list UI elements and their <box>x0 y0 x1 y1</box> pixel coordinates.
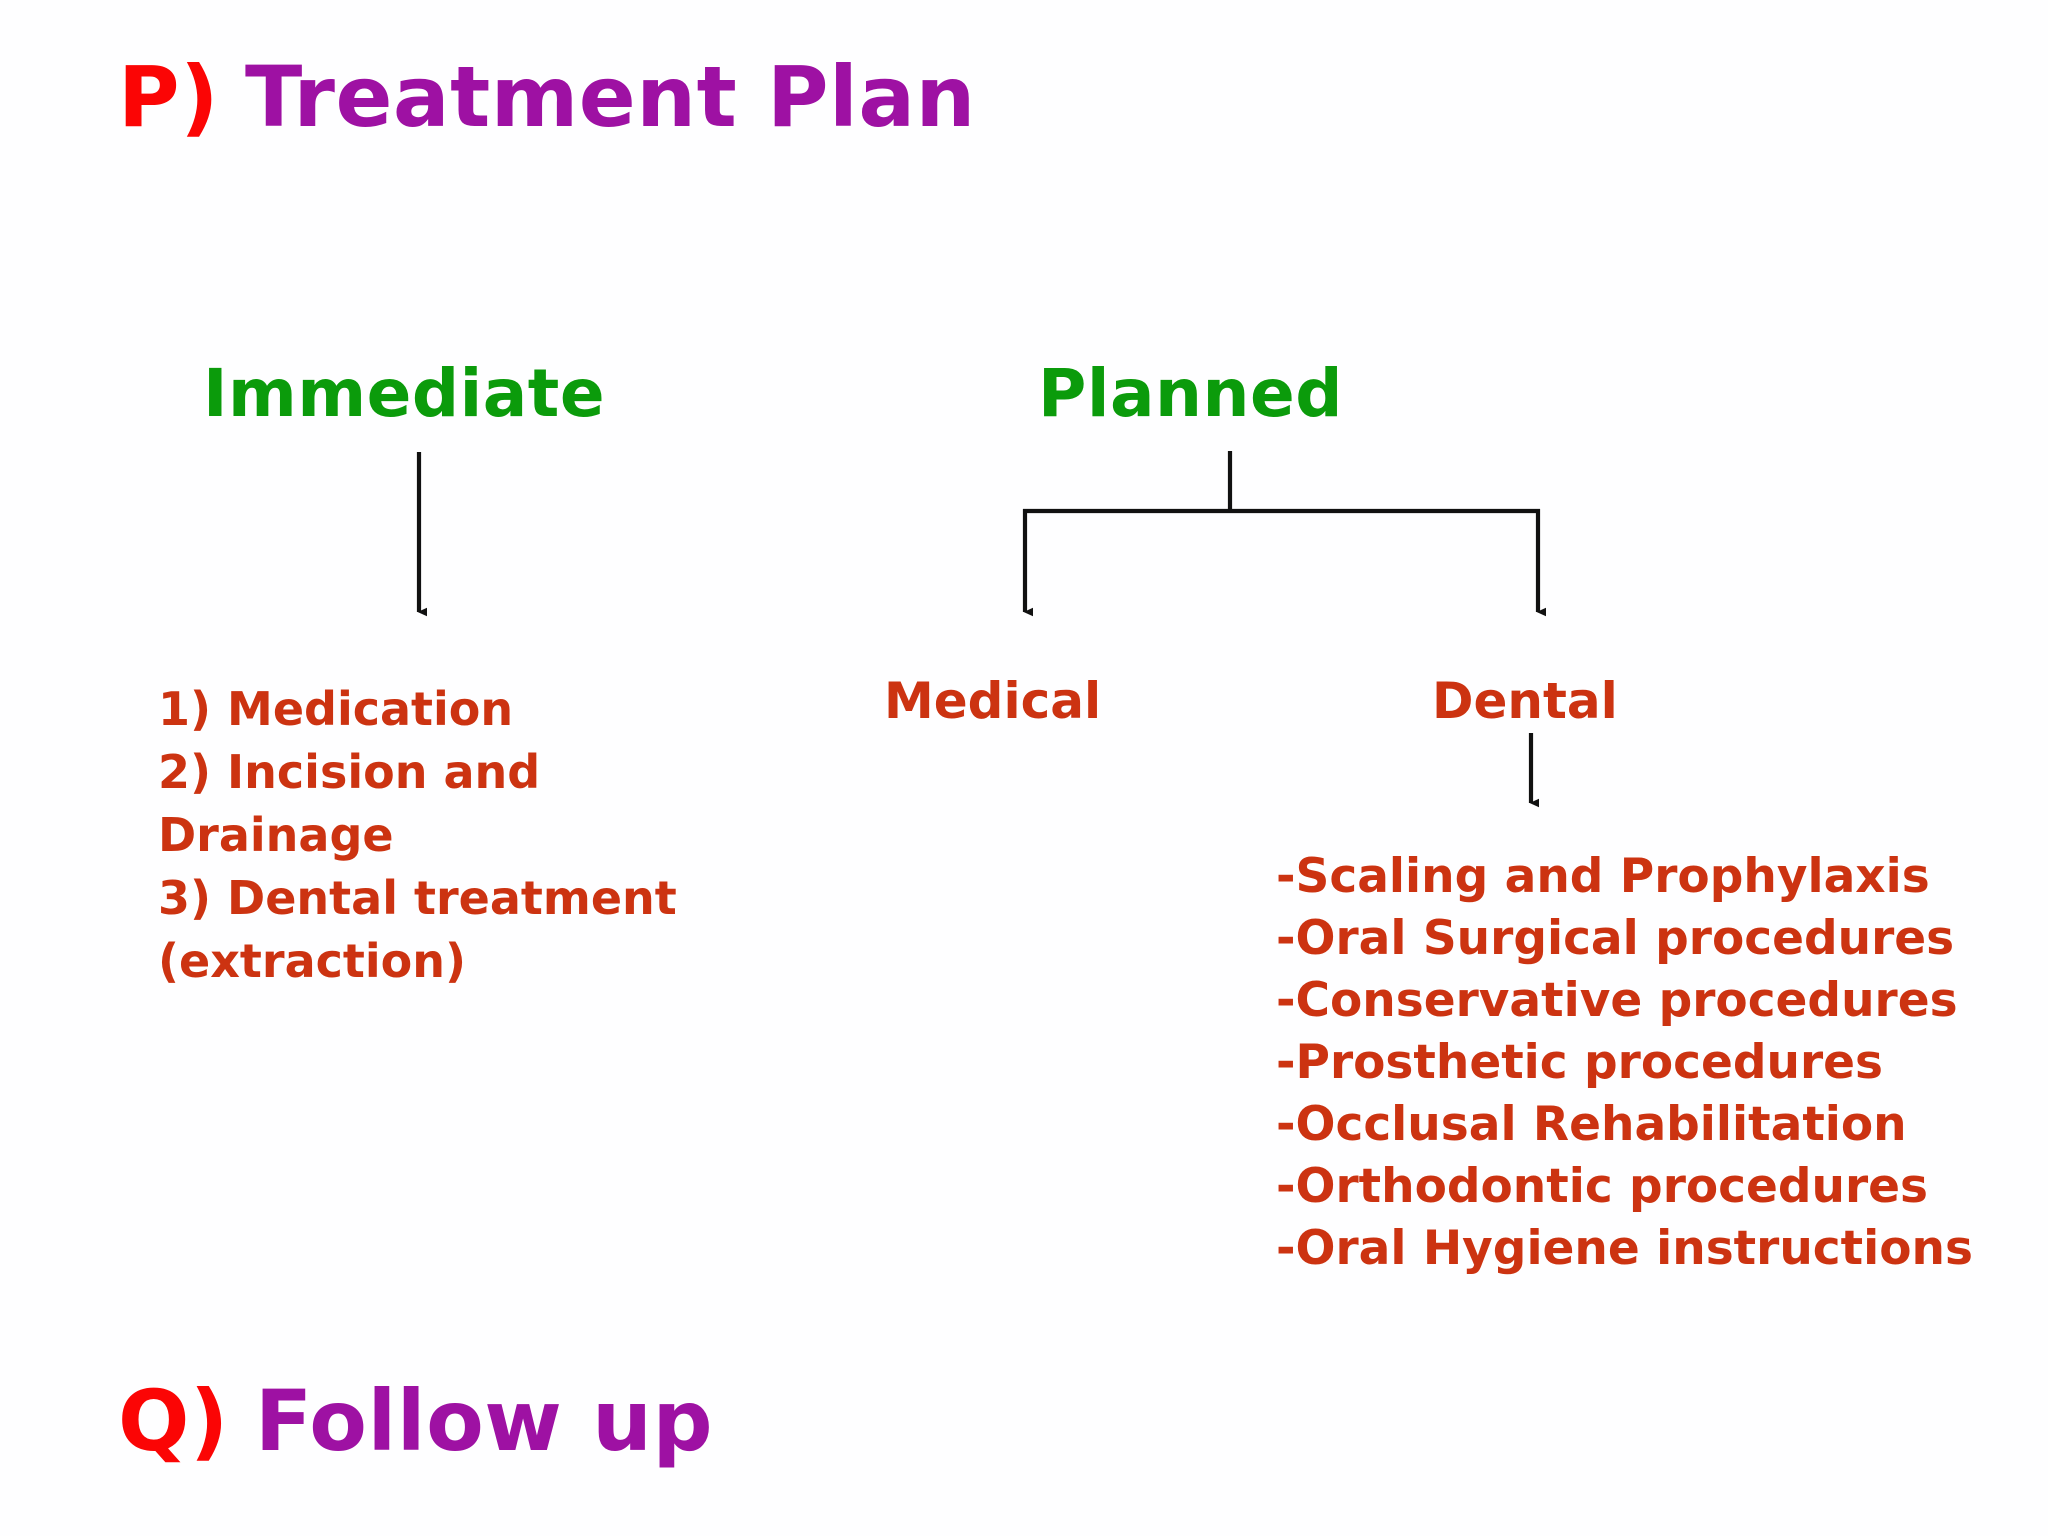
page-title-text: Treatment Plan <box>244 48 976 146</box>
list-item: -Oral Hygiene instructions <box>1276 1221 1973 1276</box>
page-title-marker: P) <box>118 48 219 146</box>
list-item: -Orthodontic procedures <box>1276 1159 1929 1214</box>
list-item: -Occlusal Rehabilitation <box>1276 1097 1907 1152</box>
branch-heading-planned: Planned <box>1038 355 1344 432</box>
immediate-treatment-list: 1) Medication 2) Incision and Drainage 3… <box>158 678 718 993</box>
footer-title-text: Follow up <box>254 1372 714 1470</box>
list-item: 1) Medication <box>158 682 514 736</box>
list-item: -Conservative procedures <box>1276 973 1958 1028</box>
list-item: -Oral Surgical procedures <box>1276 911 1955 966</box>
page-title: P) Treatment Plan <box>118 48 976 146</box>
list-item: 3) Dental treatment (extraction) <box>158 871 693 988</box>
dental-procedure-list: -Scaling and Prophylaxis -Oral Surgical … <box>1276 846 2016 1280</box>
branch-label-dental: Dental <box>1432 672 1618 730</box>
branch-label-medical: Medical <box>884 672 1102 730</box>
bracket-planned <box>1022 451 1547 617</box>
footer-title-marker: Q) <box>118 1372 229 1470</box>
footer-title: Q) Follow up <box>118 1372 713 1470</box>
list-item: -Prosthetic procedures <box>1276 1035 1883 1090</box>
list-item: -Scaling and Prophylaxis <box>1276 849 1930 904</box>
list-item: 2) Incision and Drainage <box>158 745 557 862</box>
branch-heading-immediate: Immediate <box>203 355 606 432</box>
